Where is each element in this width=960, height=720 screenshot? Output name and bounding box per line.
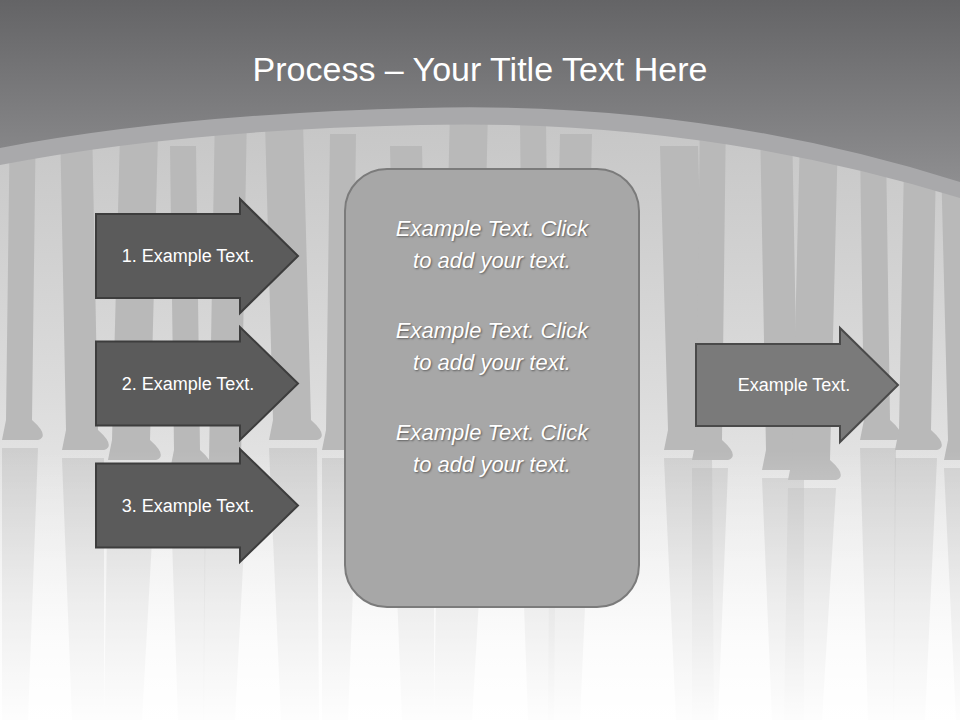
arrow-shape: [696, 328, 898, 442]
box-shape: [345, 169, 639, 607]
arrow-label: 1. Example Text.: [122, 245, 255, 267]
leg-silhouette: [788, 134, 841, 480]
arrow-shape: [96, 449, 298, 562]
process-arrow: 1. Example Text.: [96, 199, 298, 313]
box-text: Example Text. Click to add your text.: [392, 315, 592, 379]
process-arrow: Example Text.: [696, 328, 898, 442]
arrow-shape: [96, 327, 298, 440]
title-band: [0, 0, 960, 182]
arrow-label: Example Text.: [738, 374, 851, 396]
process-arrow: 3. Example Text.: [96, 449, 298, 562]
box-text: Example Text. Click to add your text.: [392, 417, 592, 481]
box-text: Example Text. Click to add your text.: [392, 213, 592, 277]
arrow-label: 3. Example Text.: [122, 495, 255, 517]
arrow-label: 2. Example Text.: [122, 373, 255, 395]
slide-title: Process – Your Title Text Here: [0, 50, 960, 89]
arrow-shape: [96, 199, 298, 313]
process-arrow: 2. Example Text.: [96, 327, 298, 440]
content-box: Example Text. Click to add your text. Exa…: [344, 168, 640, 608]
